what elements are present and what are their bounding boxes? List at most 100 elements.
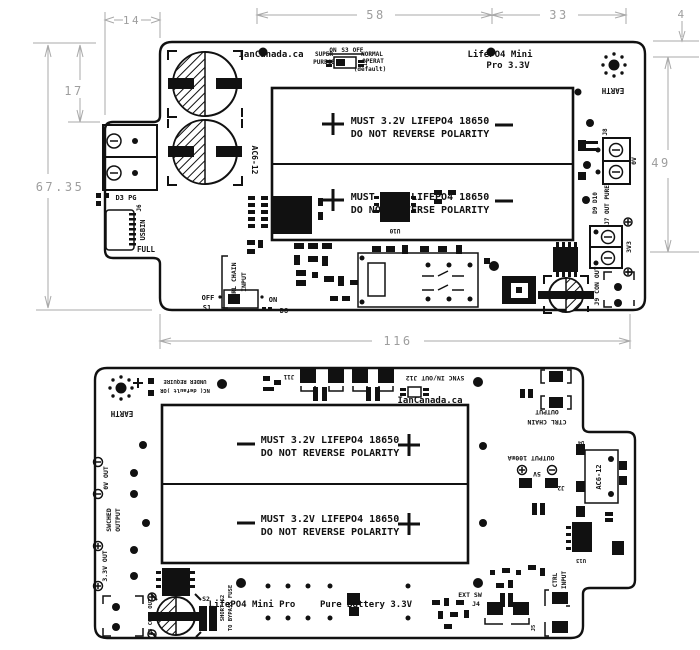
s3-ref: S3 (341, 47, 349, 54)
via-dot (217, 379, 227, 389)
d4-label: D4 (578, 439, 584, 445)
s1-ref: S1 (203, 304, 211, 312)
via-dot (586, 119, 594, 127)
bottom-board: EARTH NC( default )OR UNDER REQUIRE J11 … (92, 366, 637, 640)
battery1-line2: DO NOT REVERSE POLARITY (351, 129, 489, 140)
s3-marks-bottom (400, 388, 429, 396)
usb-connector (105, 209, 136, 251)
u10-label: U10 (389, 227, 400, 234)
smd-parts-top (247, 140, 586, 301)
d8-label: D8 (280, 307, 288, 315)
l-33v-out: 3.3V OUT (101, 550, 109, 581)
ctrl-out-line2: OUTPUT (535, 408, 559, 416)
pad (349, 607, 359, 616)
earth-pad-top: EARTH (601, 52, 627, 95)
battery2-line1: MUST 3.2V LIFEPO4 18650 (351, 192, 489, 203)
battery4-line2: DO NOT REVERSE POLARITY (261, 527, 399, 538)
ic-8pin (553, 242, 578, 277)
via-dot (574, 88, 582, 96)
title-via-dots (265, 583, 411, 621)
status-leds (96, 193, 109, 206)
battery1-line1: MUST 3.2V LIFEPO4 18650 (351, 116, 489, 127)
j4-bars (500, 593, 513, 607)
battery3-line2: DO NOT REVERSE POLARITY (261, 448, 399, 459)
d9-d10-label: D9 D10 (592, 192, 599, 214)
j11-label: J11 (283, 373, 294, 380)
ic-u13: U13 (566, 522, 592, 563)
dim-4: 4 (677, 8, 686, 21)
ac-label-bottom: AC6-12 (595, 464, 603, 489)
l-swched: SWCHED (105, 508, 113, 532)
battery-holder-top: MUST 3.2V LIFEPO4 18650 DO NOT REVERSE P… (270, 86, 575, 242)
s1-on-label: ON (269, 296, 277, 304)
v33-label: 3V3 (625, 241, 633, 253)
full-label: FULL (137, 245, 156, 254)
via-dot (489, 261, 499, 271)
s3-legend: SUPER PUREGE ON S3 OFF 12 NORMAL OPERAT … (313, 47, 386, 73)
terminal-j8: J8 0V (595, 128, 638, 185)
via-dot (236, 578, 246, 588)
brand-top: IanCanada.ca (238, 50, 303, 60)
pad (347, 593, 360, 605)
mount-dot-left (258, 47, 268, 57)
via-dot (473, 578, 483, 588)
dimension-lines: 14 58 33 4 49 17 67.35 116 (33, 8, 699, 349)
top-board: AC6-12 D3 PG J6 USBIN FULL IanCanada.ca … (96, 40, 647, 315)
l-output: OUTPUT (114, 508, 122, 532)
u13-label: U13 (576, 557, 586, 563)
output-5v: 5V J2 (516, 464, 565, 515)
ac-connector-bottom: AC6-12 D4 (578, 439, 619, 504)
ctrl-in-line1: CTRL (552, 572, 559, 587)
cap-mark (578, 148, 598, 151)
bottom-title-1: LifePO4 Mini Pro (209, 599, 296, 610)
dim-33: 33 (549, 8, 568, 22)
dim-67-35: 67.35 (36, 180, 85, 194)
bypass-fuse-label: TO BYPASS FUSE (228, 585, 234, 631)
note-line2: UNDER REQUIRE (163, 378, 206, 384)
s3-super: SUPER (315, 51, 333, 58)
capacitor-c1 (167, 50, 243, 118)
j5-label: J5 (531, 625, 537, 632)
pad (148, 390, 154, 396)
smd-parts-bottom (263, 376, 627, 629)
via-dots-right (479, 442, 487, 527)
capacitor-c2 (167, 119, 243, 186)
ctrl-input-label: INPUT (240, 272, 248, 292)
j4-label: J4 (472, 600, 480, 608)
note-line1: NC( default )OR (159, 387, 209, 393)
plus-sign (322, 113, 344, 135)
input-terminal-block (102, 124, 158, 191)
s2-label: S2 (202, 595, 210, 603)
via-dots-left (130, 441, 150, 580)
s3-normal: NORMAL (361, 51, 383, 58)
j12-label: SYNC IN/OUT J12 (406, 374, 465, 382)
via-dot (582, 196, 590, 204)
ext-sw-label: EXT SW (458, 591, 482, 599)
top-edge-pads (300, 368, 394, 401)
j6-label: J6 (136, 204, 143, 212)
earth-label-top: EARTH (601, 86, 624, 95)
via-dot (583, 161, 591, 169)
brand-bottom: IanCanada.ca (397, 396, 462, 406)
product-title-2: Pro 3.3V (486, 61, 530, 71)
dim-17: 17 (64, 84, 83, 98)
capacitor-small-top (538, 275, 594, 314)
relay (357, 252, 479, 308)
v0-label: 0V (630, 157, 638, 165)
cap-mark (578, 141, 598, 144)
s3-switch-bottom (407, 386, 422, 398)
ctrl-in-line2: INPUT (561, 571, 568, 589)
s3-on: ON (329, 47, 337, 54)
ic-bottom-left (156, 568, 195, 596)
battery3-line1: MUST 3.2V LIFEPO4 18650 (261, 435, 399, 446)
pad-brackets (300, 386, 394, 392)
battery4-line1: MUST 3.2V LIFEPO4 18650 (261, 514, 399, 525)
v5-label: 5V (533, 470, 541, 478)
s3-default: (default) (354, 66, 387, 73)
s3-purege: PUREGE (313, 59, 335, 66)
output-labels-left: 0V OUT SWCHED OUTPUT 3.3V OUT (92, 456, 122, 592)
dim-58: 58 (366, 8, 385, 22)
ac-input-label: AC6-12 (250, 146, 259, 175)
